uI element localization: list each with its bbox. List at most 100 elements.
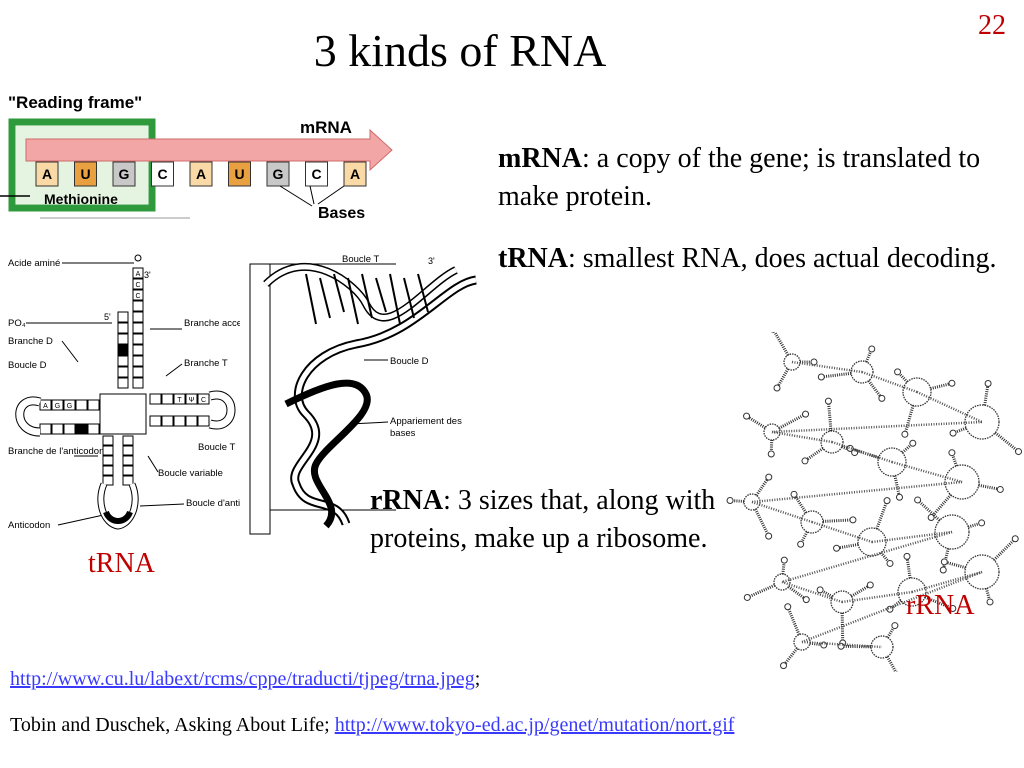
nucleotide-letter: C xyxy=(135,293,140,300)
base-pair-rung xyxy=(333,273,345,313)
base-pair-rung xyxy=(347,277,359,325)
rrna-stem xyxy=(983,383,990,406)
base-box xyxy=(266,161,290,187)
rrna-helix xyxy=(811,520,873,544)
rrna-hairpin xyxy=(886,559,894,567)
source-link-1-suffix: ; xyxy=(474,668,481,690)
rrna-hairpin xyxy=(765,473,773,481)
rrna-diagram xyxy=(726,325,1023,680)
nucleotide xyxy=(117,366,129,378)
rrna-stem xyxy=(786,606,801,636)
nucleotide-letter: A xyxy=(43,403,48,410)
label-branche-accepteur: Branche accepteur xyxy=(184,318,240,329)
nucleotide xyxy=(173,415,186,427)
bases-pointer-3 xyxy=(317,185,345,205)
base-pair-rung xyxy=(305,273,317,325)
rrna-stem xyxy=(903,405,915,435)
base-U: U xyxy=(228,161,251,187)
trna-text: : smallest RNA, does actual decoding. xyxy=(568,243,997,274)
base-box xyxy=(151,161,174,187)
base-box xyxy=(35,161,59,187)
rrna-hairpin xyxy=(914,496,922,504)
rrna-hairpin xyxy=(949,429,957,437)
rrna-hairpin xyxy=(784,603,792,611)
rrna-hairpin xyxy=(948,449,956,457)
rrna-stem xyxy=(792,493,808,514)
rrna-helix xyxy=(871,530,953,544)
nucleotide xyxy=(197,415,210,427)
nucleotide xyxy=(132,311,144,323)
base-pair-rung xyxy=(375,277,387,313)
rrna-hairpin xyxy=(780,662,788,670)
rrna-hairpin xyxy=(802,410,810,418)
rrna-stem xyxy=(787,585,808,601)
source-line-1: http://www.cu.lu/labext/rcms/cppe/traduc… xyxy=(10,668,480,691)
rrna-hairpin xyxy=(743,593,751,601)
rrna-helix xyxy=(781,580,843,604)
rrna-hairpin xyxy=(743,412,751,420)
trna-cloverleaf-diagram: Acide aminé PO₄ Branche D Boucle D Branc… xyxy=(8,254,266,531)
nucleotide xyxy=(132,267,144,279)
nucleotide-letter: T xyxy=(177,397,182,404)
rrna-helix xyxy=(801,640,883,649)
nucleotide xyxy=(161,393,174,405)
trna-term: tRNA xyxy=(498,243,568,274)
rrna-helix xyxy=(801,570,983,644)
base-letter: U xyxy=(234,166,244,182)
rrna-helix xyxy=(781,530,953,584)
leader-line xyxy=(165,363,183,377)
nucleotide xyxy=(51,423,64,435)
acceptor-stem: ACC xyxy=(117,267,144,389)
rrna-hairpin xyxy=(824,397,832,405)
label-acide-amine: Acide aminé xyxy=(8,258,60,269)
rrna-hairpin xyxy=(726,496,734,504)
rrna-helix xyxy=(891,460,963,484)
base-U: U xyxy=(74,161,97,187)
rrna-hairpin xyxy=(949,604,957,612)
rrna-helix xyxy=(911,570,983,594)
rrna-stem xyxy=(930,493,952,519)
base-box xyxy=(189,161,213,187)
base-letter: A xyxy=(350,166,360,182)
trna-3d-figure: Boucle T 3' 5' Boucle D Appariement des … xyxy=(246,244,482,538)
rrna-hairpin xyxy=(866,581,874,589)
nucleotide xyxy=(149,415,162,427)
trna-cloverleaf-figure: Acide aminé PO₄ Branche D Boucle D Branc… xyxy=(0,244,266,544)
rrna-hairpin xyxy=(801,457,809,465)
source-link-rrna[interactable]: http://www.tokyo-ed.ac.jp/genet/mutation… xyxy=(334,714,735,736)
nucleotide xyxy=(122,455,134,466)
reading-frame-heading: "Reading frame" xyxy=(8,93,142,112)
bases-pointer-1 xyxy=(279,185,313,207)
base-A: A xyxy=(343,161,367,187)
base-letter: U xyxy=(80,166,90,182)
rrna-hairpin xyxy=(895,493,903,501)
nucleotide-letter: C xyxy=(201,397,206,404)
rrna-hairpin xyxy=(894,368,902,376)
source-link-trna[interactable]: http://www.cu.lu/labext/rcms/cppe/traduc… xyxy=(10,668,475,690)
anticodon-bases xyxy=(103,510,133,524)
nucleotide xyxy=(63,399,76,411)
label-boucle-variable: Boucle variable xyxy=(158,468,223,479)
five-prime-label: 5' xyxy=(104,312,111,322)
nucleotide xyxy=(132,322,144,334)
base-letter: G xyxy=(119,166,130,182)
rrna-hairpin xyxy=(978,519,986,527)
rrna-hairpin xyxy=(883,497,891,505)
rrna-hairpin xyxy=(797,540,805,548)
nucleotide xyxy=(122,465,134,476)
nucleotide xyxy=(132,278,144,290)
nucleotide xyxy=(102,435,114,446)
rrna-structure-figure xyxy=(712,325,1023,680)
nucleotide-letter: G xyxy=(55,403,60,410)
rrna-hairpin xyxy=(878,394,886,402)
rrna-caption: rRNA xyxy=(906,590,975,621)
rrna-helix xyxy=(916,390,983,424)
base-pair-rung xyxy=(361,273,373,319)
base-pair-rungs xyxy=(305,273,429,325)
amino-acid-site xyxy=(134,254,142,262)
base-pair-rung xyxy=(389,273,401,325)
rrna-stem xyxy=(778,412,807,430)
mrna-text: : a copy of the gene; is translated to m… xyxy=(498,143,981,212)
